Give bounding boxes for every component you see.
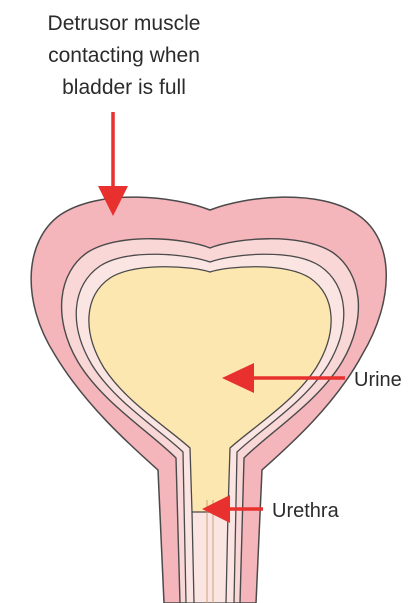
urine-label: Urine [354,369,402,391]
detrusor-label-line-2: contacting when [48,44,200,67]
detrusor-label-line-3: bladder is full [62,76,186,99]
detrusor-label-line-1: Detrusor muscle [48,12,201,35]
urethra-label: Urethra [272,500,340,522]
urine-cavity [89,267,331,512]
